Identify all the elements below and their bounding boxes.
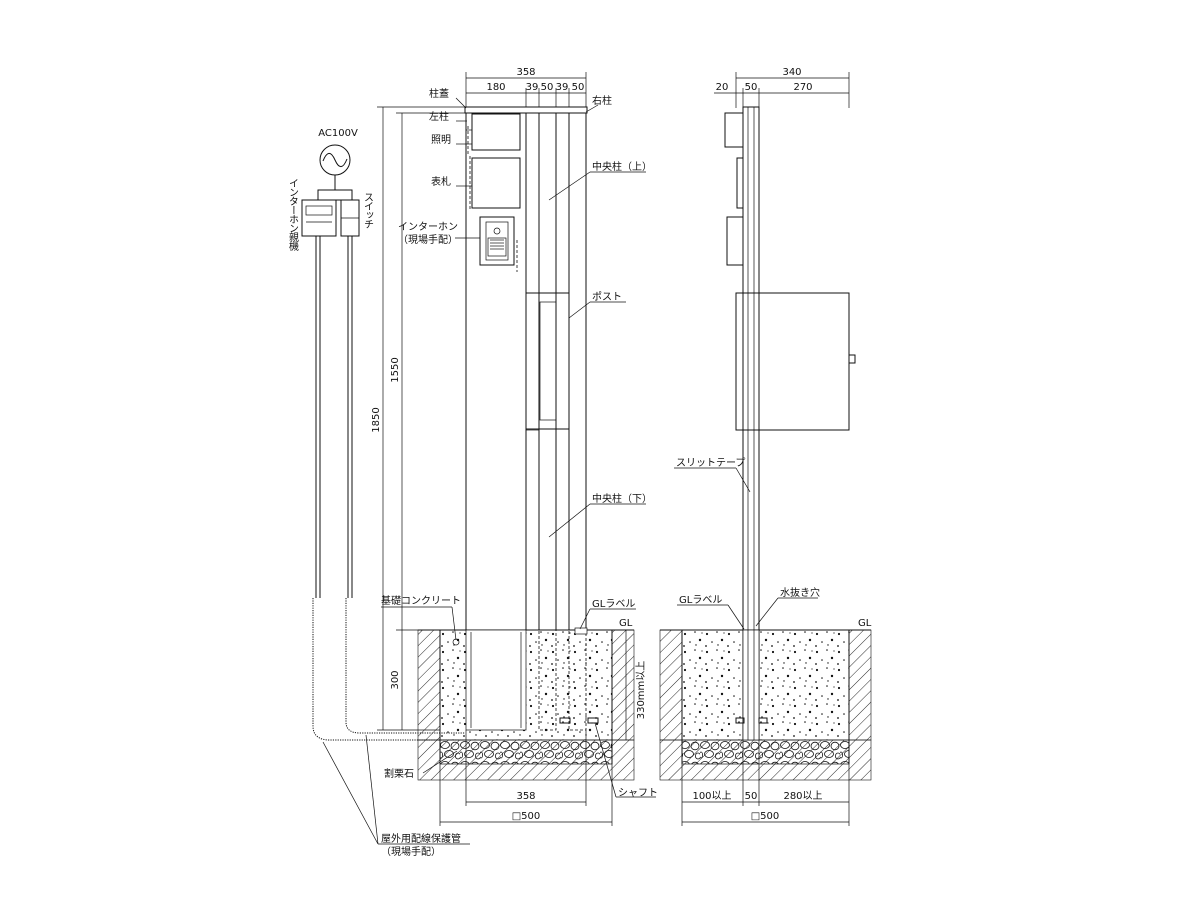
intercom-unit (479, 216, 515, 266)
dim-180: 180 (486, 82, 505, 93)
center-lower-label: 中央柱（下） (592, 492, 652, 505)
dim-39-a: 39 (526, 82, 539, 93)
right-post (568, 112, 587, 631)
side-gl-label-callout: GLラベル (679, 594, 722, 606)
supply-group: AC100V インターホン親機 スイッチ (287, 128, 465, 741)
dim-1850: 1850 (371, 407, 382, 432)
dim-1550: 1550 (390, 357, 401, 382)
sine-wave-icon (322, 152, 348, 168)
intercom-master-label: インターホン親機 (287, 178, 299, 252)
right-post-label: 右柱 (592, 94, 612, 107)
dim-300: 300 (390, 670, 401, 689)
dim-side-50: 50 (745, 82, 758, 93)
front-gl-label: GL (619, 618, 633, 629)
switch-label: スイッチ (362, 192, 374, 229)
dim-side-100: 100以上 (692, 790, 731, 802)
nameplate-label: 表札 (431, 175, 451, 188)
conduit-label: 屋外用配線保護管 (381, 832, 461, 845)
depth-label: 330mm以上 (635, 661, 647, 720)
dim-50-a: 50 (541, 82, 554, 93)
dim-front-500: □500 (512, 811, 541, 822)
dim-39-b: 39 (556, 82, 569, 93)
light-label: 照明 (431, 134, 451, 146)
intercom-button-icon (493, 227, 501, 235)
dim-side-280: 280以上 (783, 790, 822, 802)
side-gl-label: GL (858, 618, 872, 629)
conduit-left (312, 598, 465, 741)
dim-front-358-top: 358 (516, 67, 535, 78)
left-post-label: 左柱 (429, 110, 449, 123)
cap-label: 柱蓋 (429, 87, 449, 100)
foundation-label: 基礎コンクリート (381, 594, 461, 607)
side-post-box (735, 292, 850, 431)
nameplate (471, 157, 521, 209)
gravel-bed (440, 740, 612, 764)
intercom-note-label: （現場手配） (398, 233, 458, 246)
dim-side-270: 270 (793, 82, 812, 93)
drain-hole-label: 水抜き穴 (780, 586, 820, 599)
light-fixture (471, 113, 521, 151)
post-cap (464, 106, 588, 114)
front-view: 358 180 39 50 39 50 (322, 67, 658, 858)
side-foundation-concrete (682, 630, 849, 740)
side-nameplate (736, 157, 744, 209)
intercom-label: インターホン (398, 221, 458, 233)
slit-tape-label: スリットテープ (676, 457, 745, 469)
dim-side-340: 340 (782, 67, 801, 78)
front-gl-label-callout: GLラベル (592, 598, 635, 610)
supply-label: AC100V (318, 128, 358, 139)
conduit-right (345, 598, 465, 734)
center-post (538, 112, 557, 631)
left-post (465, 112, 527, 631)
side-gravel-bed (682, 740, 849, 764)
side-intercom (726, 216, 744, 266)
center-upper-label: 中央柱（上） (592, 160, 652, 173)
dim-50-b: 50 (572, 82, 585, 93)
shaft-label: シャフト (618, 788, 658, 799)
conduit-note-label: （現場手配） (381, 845, 441, 858)
side-view: 340 20 50 270 (659, 67, 872, 826)
intercom-master-box (301, 199, 337, 237)
dim-side-20: 20 (716, 82, 729, 93)
dim-side-50-bottom: 50 (745, 791, 758, 802)
gravel-label: 割栗石 (384, 767, 414, 780)
dim-side-500: □500 (751, 811, 780, 822)
vertical-dimensions: 1850 1550 300 (371, 106, 466, 731)
dim-front-358-bottom: 358 (516, 791, 535, 802)
post-box-label: ポスト (592, 291, 622, 303)
side-light (724, 112, 744, 148)
post-box (525, 292, 570, 430)
